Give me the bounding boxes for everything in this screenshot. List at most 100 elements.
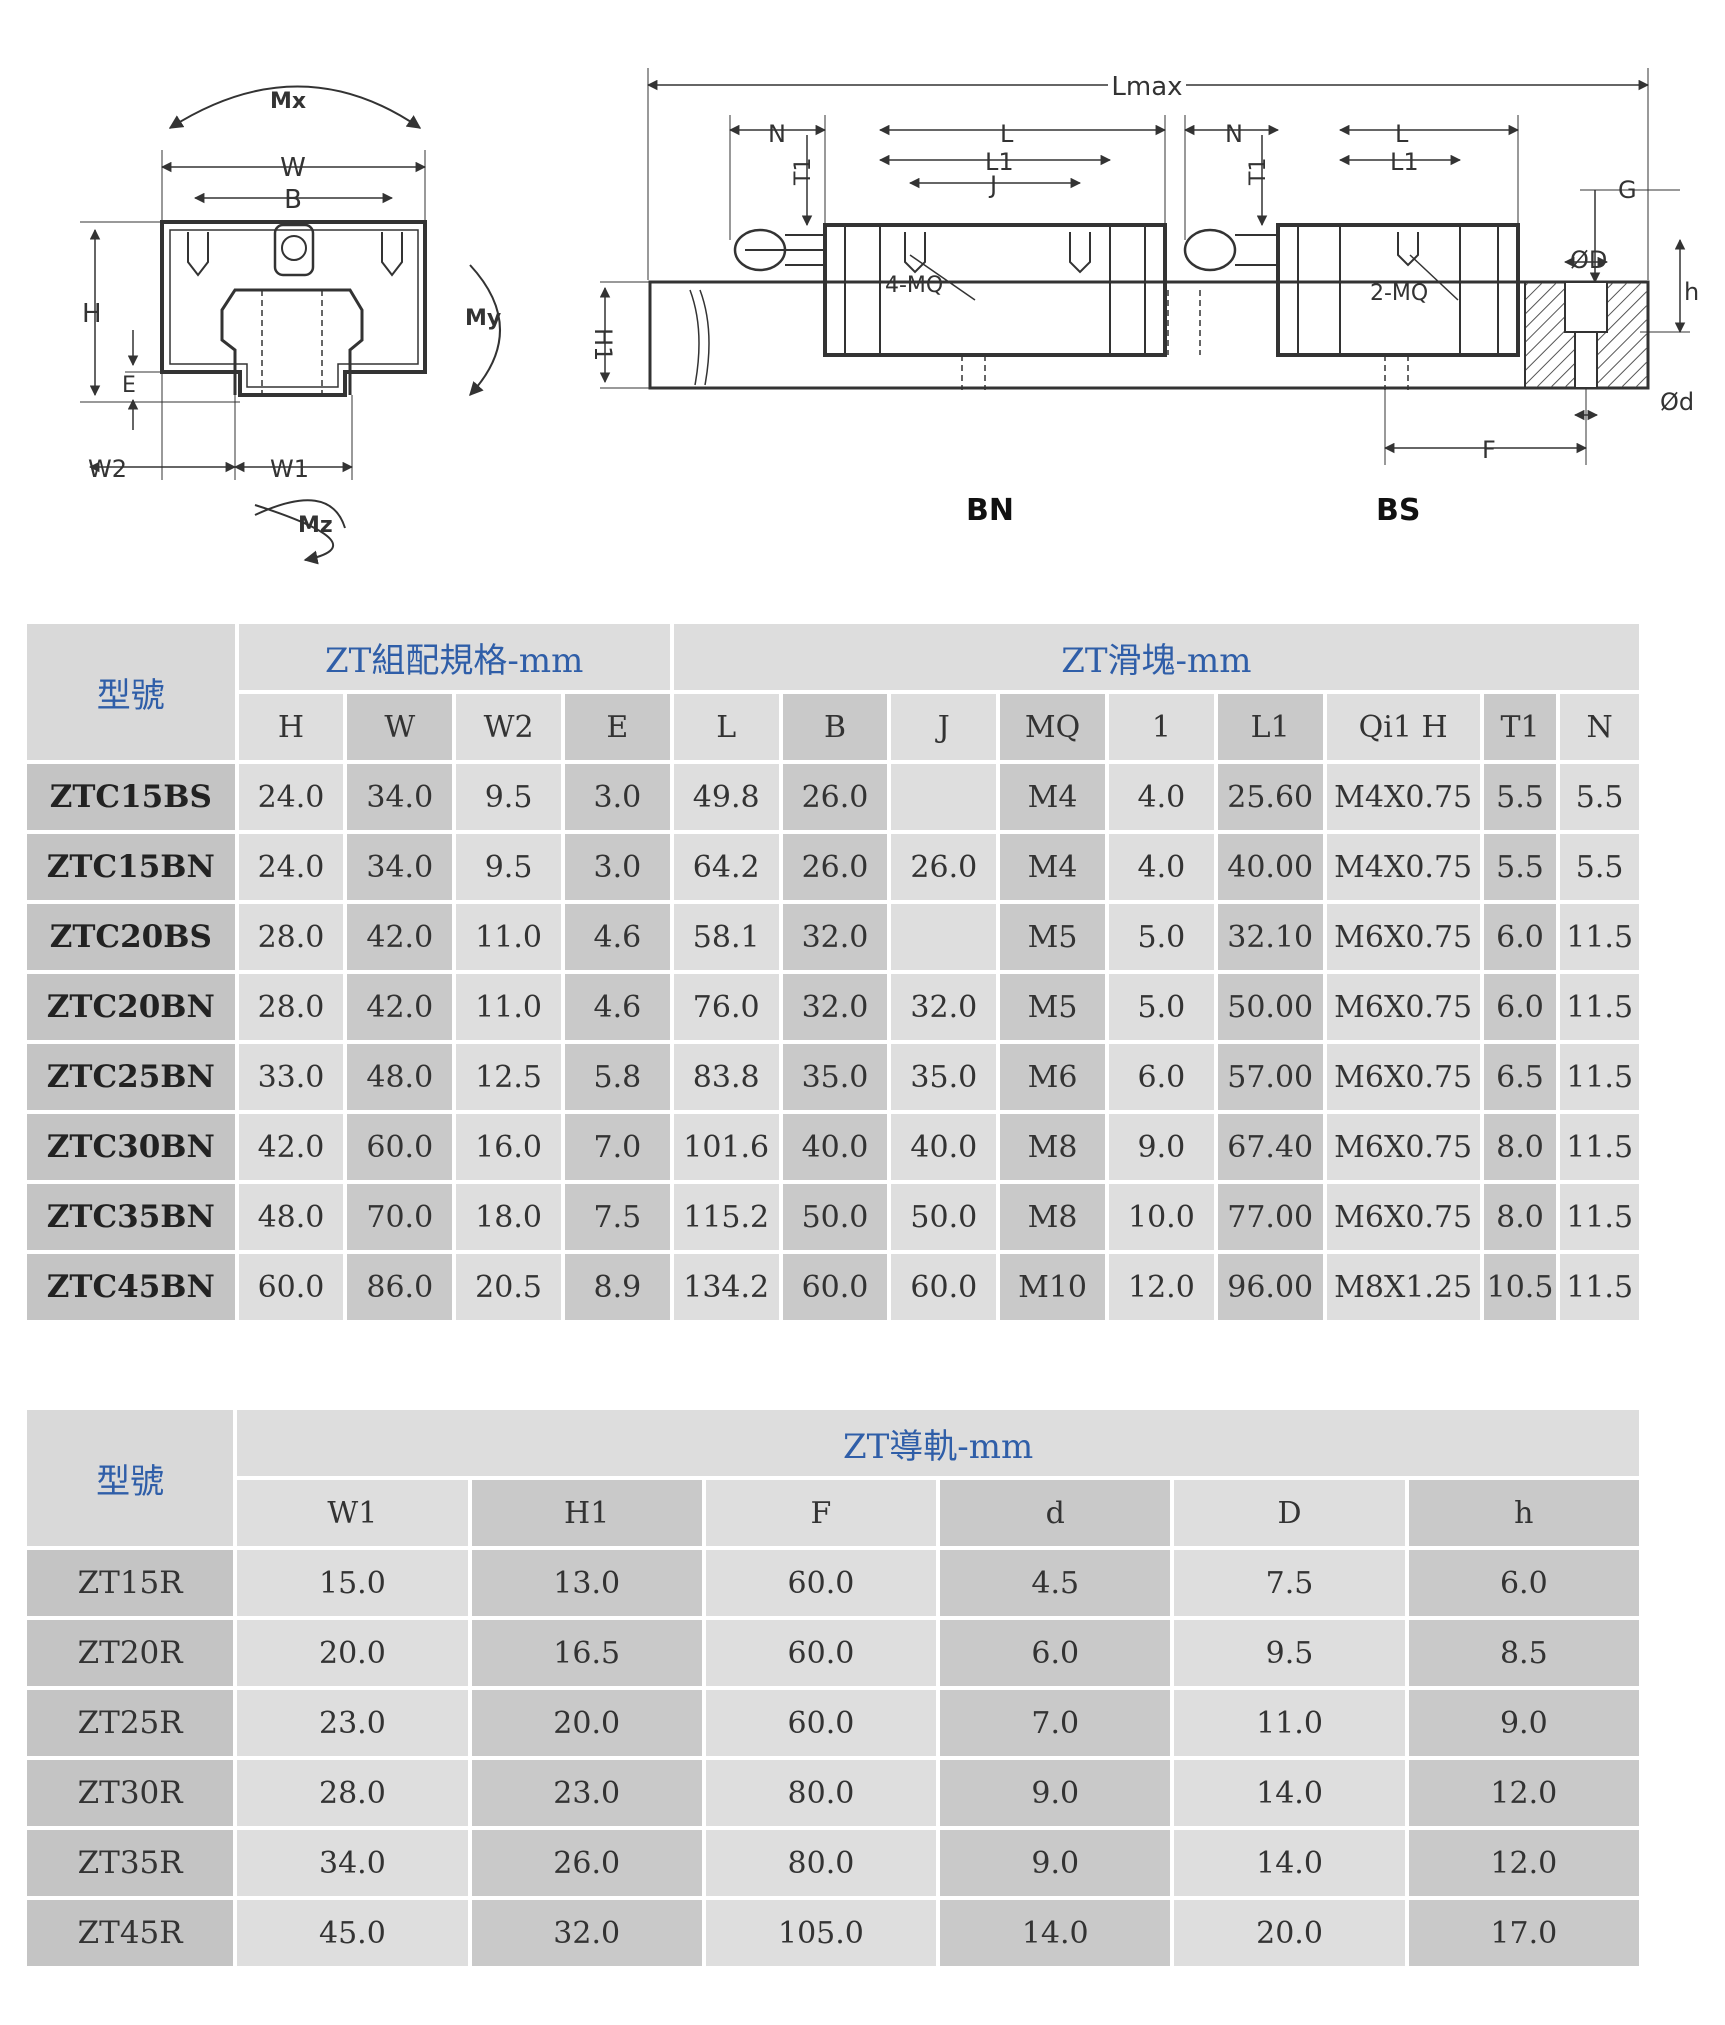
label-w: W [280, 153, 306, 183]
table-cell: 48.0 [238, 1184, 344, 1250]
table-cell: M6X0.75 [1326, 904, 1480, 970]
table-cell: 5.5 [1560, 834, 1639, 900]
table-cell: 20.0 [1174, 1900, 1405, 1966]
table-cell: 42.0 [238, 1114, 344, 1180]
model-cell: ZTC25BN [27, 1044, 235, 1110]
table-cell: 5.0 [1108, 974, 1214, 1040]
label-g: G [1618, 176, 1637, 204]
column-header: H [238, 694, 344, 760]
table-cell: 60.0 [238, 1254, 344, 1320]
model-cell: ZTC35BN [27, 1184, 235, 1250]
table-cell: 5.5 [1560, 764, 1639, 830]
model-cell: ZT15R [27, 1550, 234, 1616]
label-my: My [465, 306, 501, 331]
table-cell: 12.0 [1408, 1760, 1639, 1826]
table-cell: 67.40 [1217, 1114, 1323, 1180]
label-h1: H1 [589, 328, 617, 361]
model-cell: ZT20R [27, 1620, 234, 1686]
table-cell: 32.0 [891, 974, 997, 1040]
table-cell: 16.5 [471, 1620, 702, 1686]
table-cell: 24.0 [238, 834, 344, 900]
column-header: T1 [1483, 694, 1557, 760]
table-cell: 11.5 [1560, 1184, 1639, 1250]
label-2mq: 2-MQ [1370, 281, 1428, 306]
model-header: 型號 [27, 624, 235, 760]
table-cell: 40.00 [1217, 834, 1323, 900]
side-view [599, 68, 1690, 465]
table-cell: 7.5 [1174, 1550, 1405, 1616]
table-cell: 6.0 [940, 1620, 1171, 1686]
table-cell: 11.5 [1560, 974, 1639, 1040]
label-n-bn: N [768, 120, 786, 148]
table-cell: 8.0 [1483, 1114, 1557, 1180]
table-cell: 8.0 [1483, 1184, 1557, 1250]
table-cell: 9.5 [456, 764, 561, 830]
table-cell: 6.0 [1108, 1044, 1214, 1110]
model-header: 型號 [27, 1410, 234, 1546]
table-cell: 60.0 [347, 1114, 453, 1180]
table-cell: 9.0 [940, 1830, 1171, 1896]
table-cell: 7.0 [564, 1114, 670, 1180]
column-header: Qi1 H [1326, 694, 1480, 760]
label-j: J [988, 171, 997, 199]
label-n-bs: N [1225, 120, 1243, 148]
label-b: B [284, 185, 302, 215]
table-cell: 11.0 [456, 974, 561, 1040]
table-cell: 26.0 [782, 834, 888, 900]
table-cell: 12.0 [1408, 1830, 1639, 1896]
column-header: W1 [237, 1480, 468, 1546]
label-f: F [1482, 436, 1496, 464]
label-mx: Mx [270, 89, 306, 114]
table-cell: 10.5 [1483, 1254, 1557, 1320]
table-cell: 13.0 [471, 1550, 702, 1616]
table-cell: 33.0 [238, 1044, 344, 1110]
column-header: L [673, 694, 779, 760]
table-cell: 57.00 [1217, 1044, 1323, 1110]
table-cell: 14.0 [940, 1900, 1171, 1966]
table-cell: 50.00 [1217, 974, 1323, 1040]
label-t1-bs: T1 [1246, 158, 1271, 186]
table-cell: 60.0 [782, 1254, 888, 1320]
column-header: B [782, 694, 888, 760]
label-h: H [82, 299, 102, 329]
model-cell: ZT45R [27, 1900, 234, 1966]
table-cell: 7.5 [564, 1184, 670, 1250]
table-cell: 34.0 [347, 764, 453, 830]
table-cell: 101.6 [673, 1114, 779, 1180]
caption-bn: BN [966, 493, 1014, 528]
table-cell: 20.0 [471, 1690, 702, 1756]
table-cell: 4.6 [564, 974, 670, 1040]
table-cell: 3.0 [564, 764, 670, 830]
table-cell: 5.0 [1108, 904, 1214, 970]
table-cell: 15.0 [237, 1550, 468, 1616]
table-cell: 12.0 [1108, 1254, 1214, 1320]
table-cell: 5.5 [1483, 764, 1557, 830]
table-cell: 26.0 [782, 764, 888, 830]
table-cell: M8X1.25 [1326, 1254, 1480, 1320]
table-cell: 18.0 [456, 1184, 561, 1250]
table-cell: 9.5 [1174, 1620, 1405, 1686]
table-cell [891, 764, 997, 830]
table-cell: 60.0 [891, 1254, 997, 1320]
table-cell: M6X0.75 [1326, 974, 1480, 1040]
label-t1-bn: T1 [791, 158, 816, 186]
table-cell: 11.0 [456, 904, 561, 970]
table-cell: 4.0 [1108, 764, 1214, 830]
column-header: 1 [1108, 694, 1214, 760]
column-header: F [705, 1480, 937, 1546]
table-cell: 6.0 [1483, 974, 1557, 1040]
table-cell: 80.0 [705, 1760, 937, 1826]
table-cell: 40.0 [782, 1114, 888, 1180]
table-cell: M6X0.75 [1326, 1184, 1480, 1250]
label-mz: Mz [298, 513, 333, 538]
column-header: E [564, 694, 670, 760]
table-cell: M8 [1000, 1184, 1105, 1250]
